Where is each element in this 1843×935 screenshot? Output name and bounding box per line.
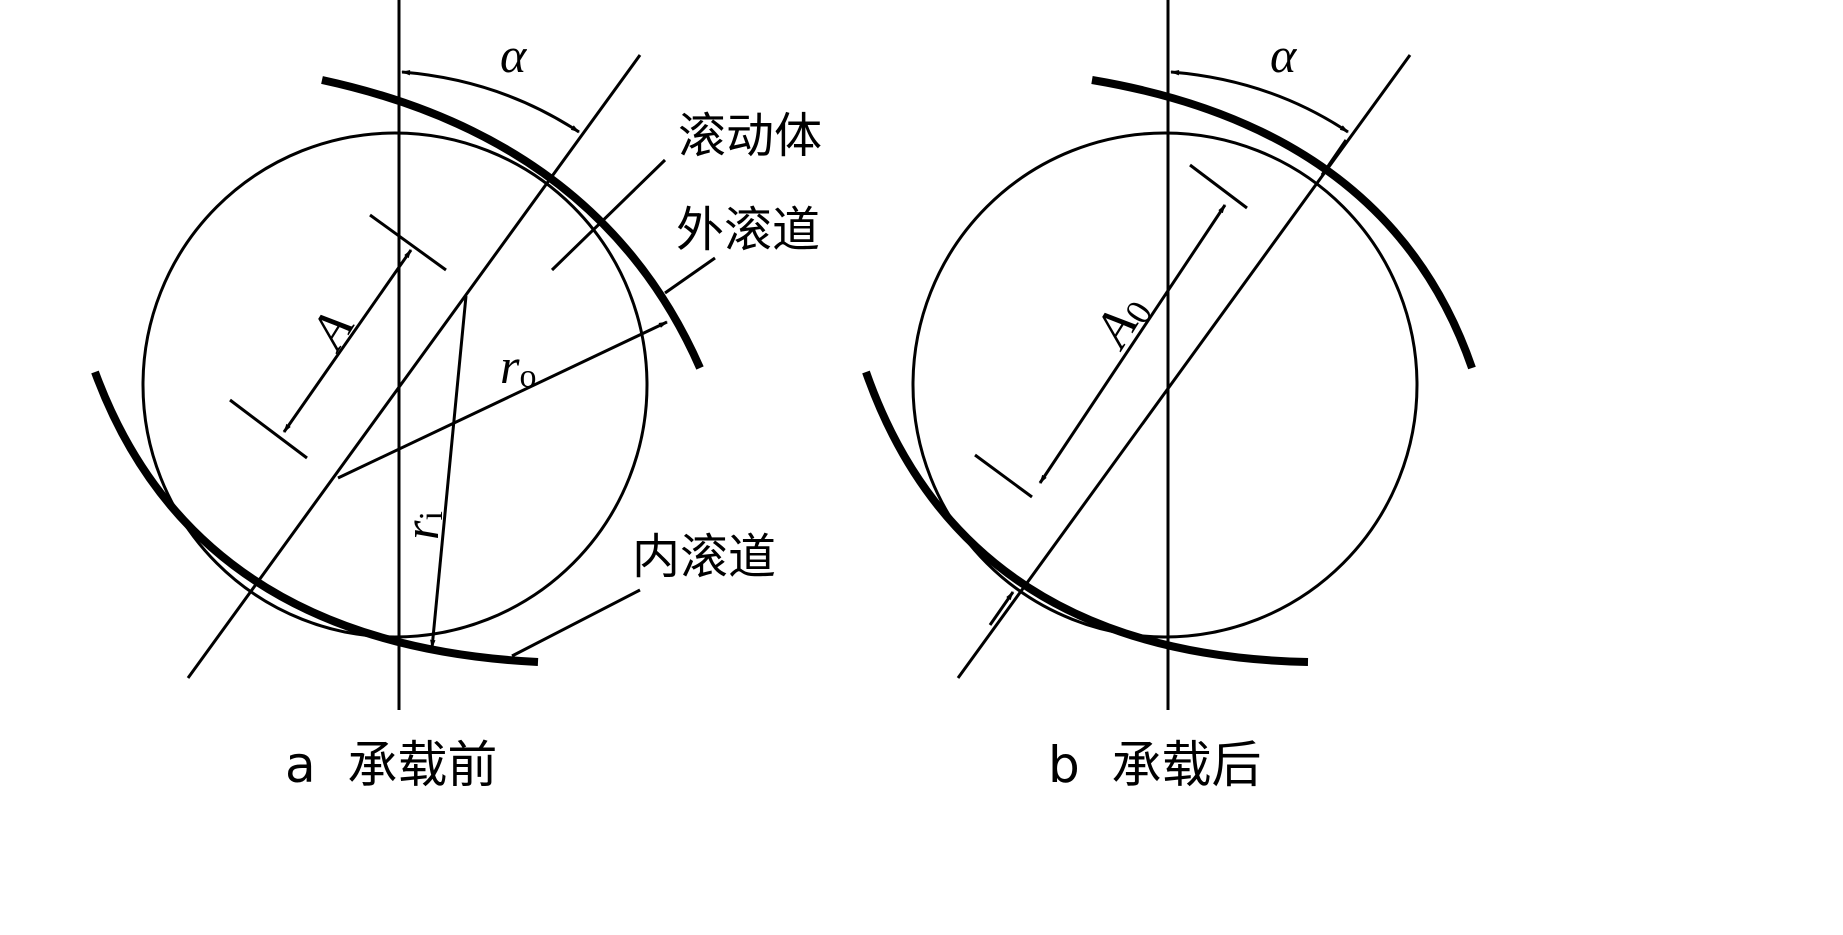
dimension-a-arrow [282, 249, 413, 433]
distance-a0-label: A0 [1082, 284, 1160, 360]
rolling-element-label: 滚动体 [678, 108, 822, 164]
rolling-element-circle [141, 131, 649, 639]
leader-inner-raceway [511, 588, 641, 658]
dimension-a0-extension-lower [974, 453, 1033, 499]
leader-outer-raceway [664, 256, 716, 295]
angle-alpha-arc [401, 69, 580, 134]
dimension-a-extension-lower [229, 398, 308, 460]
outer-radius-label: ro [500, 338, 536, 395]
angle-alpha-label: α [1270, 27, 1298, 83]
caption-a: a 承载前 [285, 736, 497, 794]
outer-raceway [1091, 76, 1476, 370]
panel-a: α 滚动体 外滚道 内滚道 A ro ri a 承载前 [91, 0, 822, 794]
angle-alpha-label: α [500, 27, 528, 83]
dimension-a-extension-upper [369, 213, 447, 272]
inner-raceway [91, 370, 539, 666]
rolling-element-circle [911, 131, 1419, 639]
outer-raceway [321, 76, 704, 370]
inner-raceway [862, 370, 1309, 666]
radius-outer-arrow [337, 320, 668, 480]
leader-rolling-element [550, 158, 667, 272]
distance-a-label: A [298, 301, 365, 361]
dimension-a0-extension-upper [1189, 163, 1248, 210]
radius-inner-arrow [430, 295, 468, 649]
inner-radius-label: ri [393, 511, 450, 540]
dimension-a0-arrow [1038, 204, 1227, 484]
contact-arrow-inner [988, 591, 1015, 626]
inner-raceway-label: 内滚道 [632, 529, 776, 585]
outer-raceway-label: 外滚道 [676, 202, 820, 258]
contact-arrow-outer [1320, 139, 1348, 176]
contact-line [186, 54, 642, 679]
angle-alpha-arc [1170, 69, 1349, 134]
panel-b: α A0 b 承载后 [862, 0, 1476, 794]
caption-b: b 承载后 [1048, 736, 1262, 794]
